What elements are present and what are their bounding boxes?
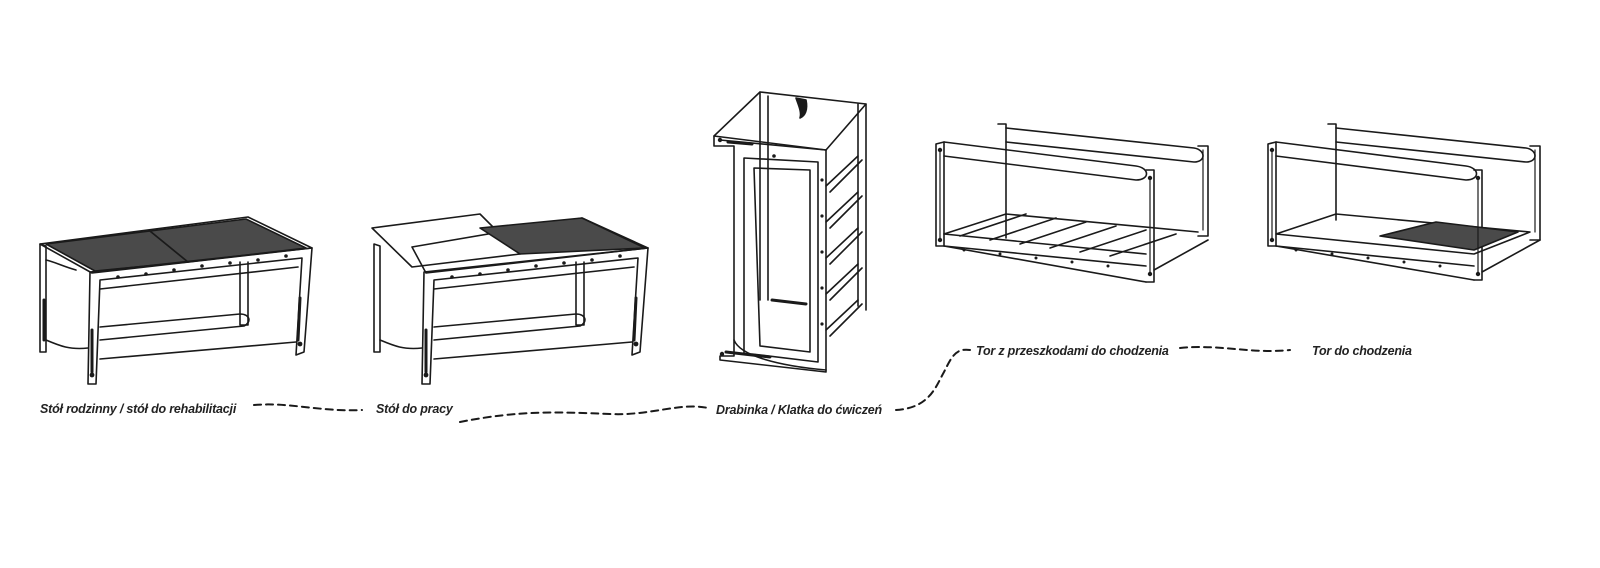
dashed-connectors [253,346,1291,423]
label-family-table: Stół rodzinny / stół do rehabilitacji [40,402,237,416]
label-ladder: Drabinka / Klatka do ćwiczeń [716,403,882,417]
label-walking-track: Tor do chodzenia [1312,344,1412,358]
walking-track-illustration [1267,123,1541,281]
ladder-illustration [713,91,867,373]
work-table-illustration [371,213,649,385]
obstacle-track-illustration [935,123,1209,283]
label-obstacle-track: Tor z przeszkodami do chodzenia [976,344,1169,358]
label-work-table: Stół do pracy [376,402,453,416]
family-table-illustration [39,216,313,385]
connector-1 [253,403,363,412]
connector-3 [895,348,971,411]
connector-4 [1179,346,1291,352]
connector-2 [459,405,709,423]
